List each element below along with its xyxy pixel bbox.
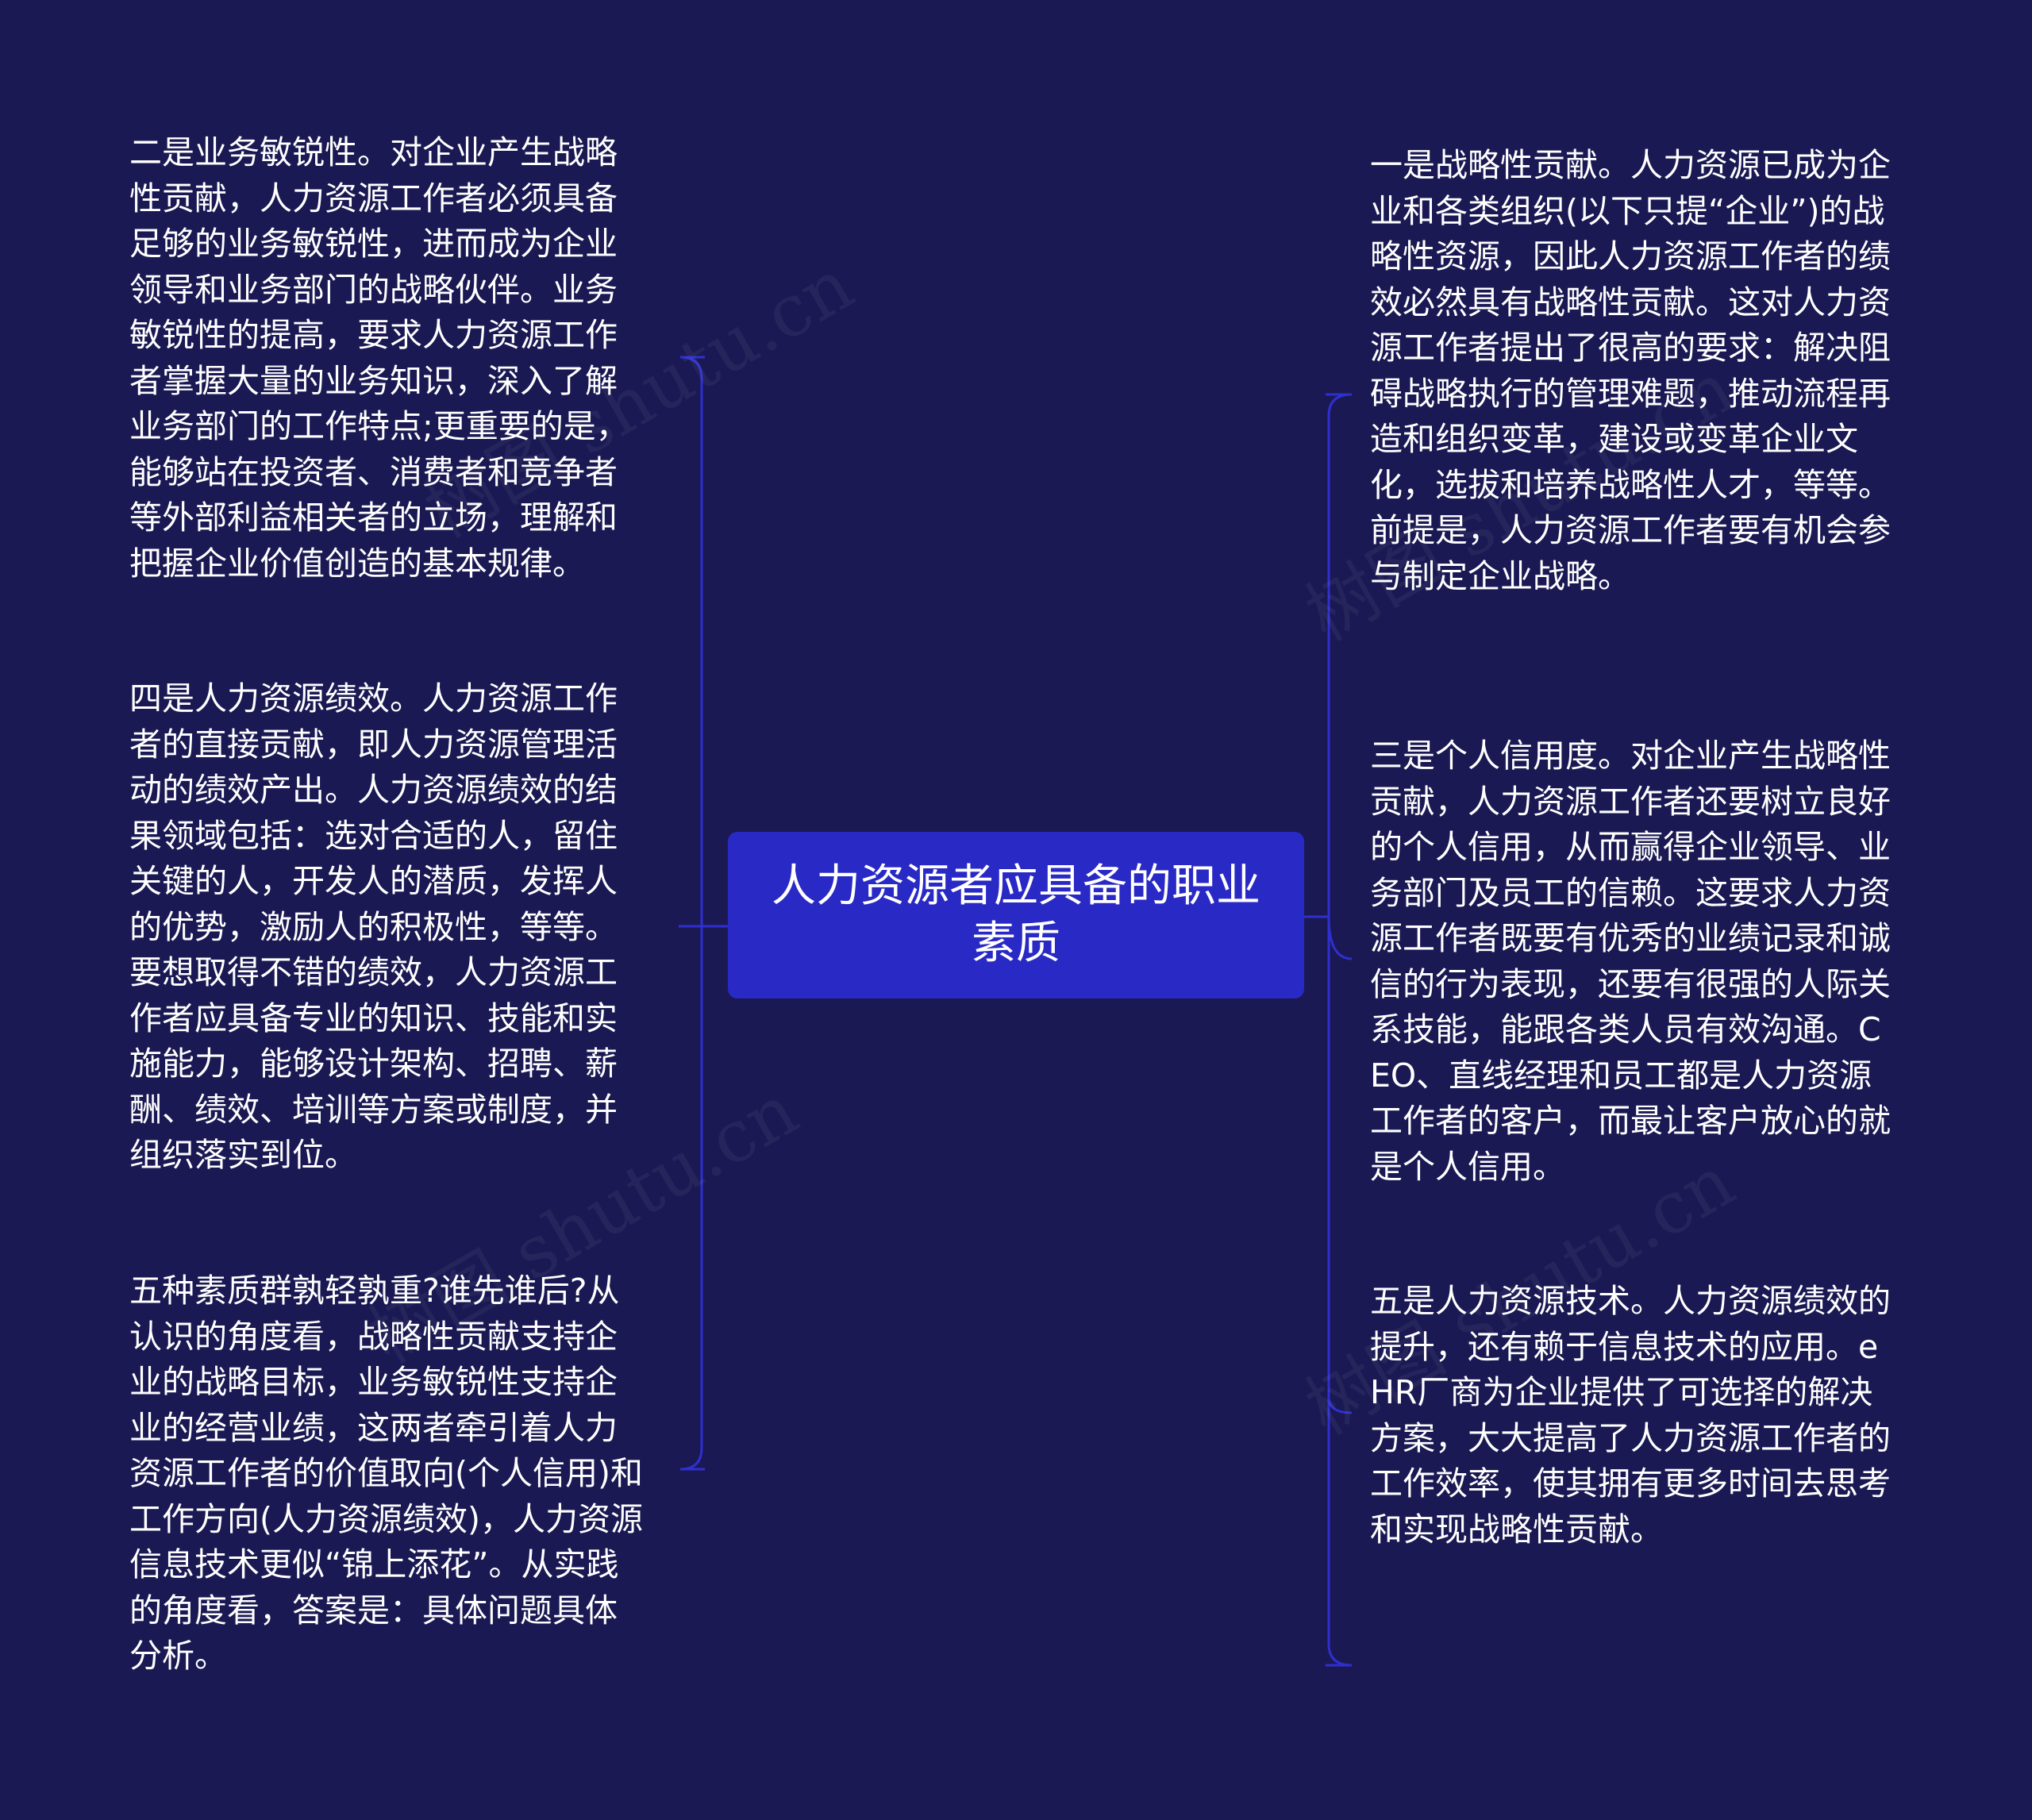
connector-right-2 bbox=[1327, 916, 1353, 960]
topic-node-personal-credibility[interactable]: 三是个人信用度。对企业产生战略性贡献，人力资源工作者还要树立良好的个人信用，从而… bbox=[1370, 737, 1891, 1186]
topic-node-hr-technology[interactable]: 五是人力资源技术。人力资源绩效的提升，还有赖于信息技术的应用。eHR厂商为企业提… bbox=[1370, 1282, 1891, 1549]
right-bracket bbox=[1327, 393, 1353, 1667]
center-topic-label: 人力资源者应具备的职业素质 bbox=[772, 860, 1260, 969]
center-topic-node[interactable]: 人力资源者应具备的职业素质 bbox=[728, 832, 1304, 998]
topic-node-hr-performance[interactable]: 四是人力资源绩效。人力资源工作者的直接贡献，即人力资源管理活动的绩效产出。人力资… bbox=[129, 679, 618, 1174]
topic-node-business-acumen[interactable]: 二是业务敏锐性。对企业产生战略性贡献，人力资源工作者必须具备足够的业务敏锐性，进… bbox=[129, 133, 629, 583]
topic-node-strategic-contribution[interactable]: 一是战略性贡献。人力资源已成为企业和各类组织(以下只提“企业”)的战略性资源，因… bbox=[1370, 146, 1891, 595]
topic-node-priority-summary[interactable]: 五种素质群孰轻孰重?谁先谁后?从认识的角度看，战略性贡献支持企业的战略目标，业务… bbox=[129, 1272, 643, 1675]
connector-right-3 bbox=[1327, 1396, 1353, 1414]
left-bracket bbox=[679, 356, 703, 1471]
